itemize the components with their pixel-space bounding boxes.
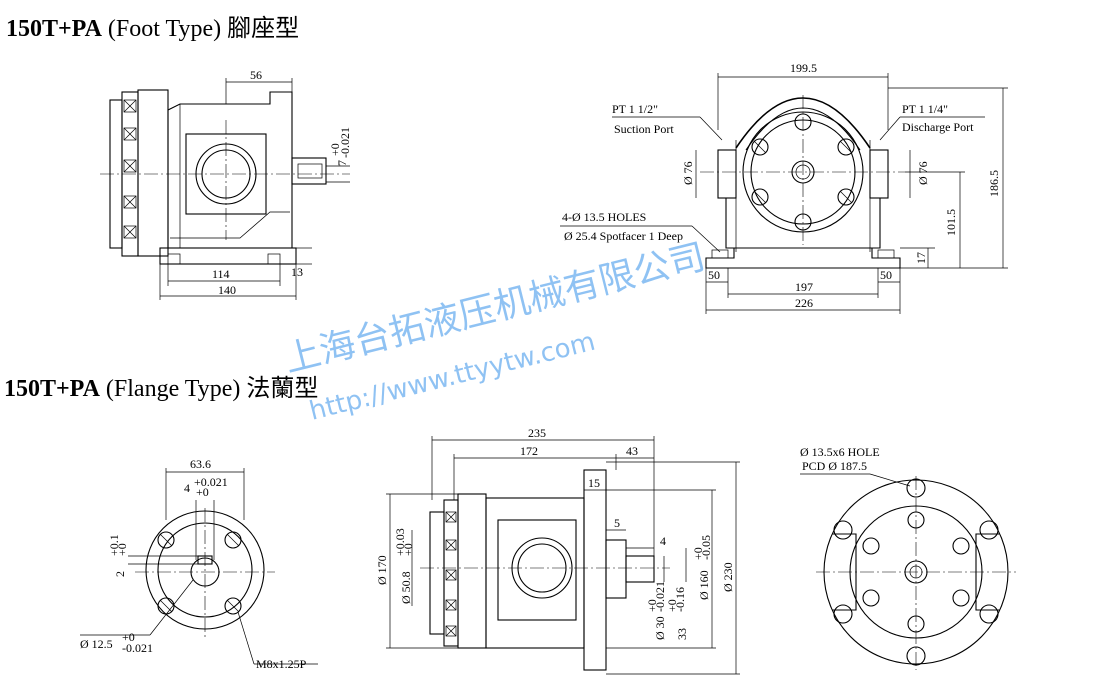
flange-type-cn-text: 法蘭型 — [246, 376, 319, 402]
thread-spec: M8x1.25P — [256, 657, 307, 671]
pcd-callout: PCD Ø 187.5 — [802, 459, 867, 473]
flange-side-dim-4: 4 — [660, 534, 666, 548]
flange-shaft-view: 63.6 4 +0.021 +0 2 +0.1 +0 Ø 12.5 +0 -0.… — [80, 457, 318, 671]
flange-side-dia-230: Ø 230 — [721, 562, 735, 592]
flange-type-heading: 150T+PA (Flange Type) 法蘭型 — [4, 368, 318, 403]
dia-30-tol-top: +0 — [645, 599, 659, 612]
dim-33-tol-bot: -0.16 — [673, 587, 687, 612]
suction-port-size: PT 1 1/2" — [612, 102, 658, 116]
hole-spec-callout: Ø 13.5x6 HOLE — [800, 445, 880, 459]
flange-side-dim-15: 15 — [588, 476, 600, 490]
dia-508-tol-bot: +0 — [401, 543, 415, 556]
key-tol-bot: +0 — [196, 485, 209, 499]
foot-type-cn-text: 腳座型 — [227, 16, 300, 42]
flange-side-dia-170: Ø 170 — [375, 555, 389, 585]
flange-side-view: 235 172 43 15 5 4 — [375, 426, 740, 675]
foot-front-dim-101: 101.5 — [944, 209, 958, 236]
flange-type-text: (Flange Type) — [99, 376, 247, 402]
suction-port-label: Suction Port — [614, 122, 674, 136]
port-right-dia: Ø 76 — [916, 161, 930, 185]
foot-front-dim-197: 197 — [795, 280, 813, 294]
flange-model-text: 150T+PA — [4, 376, 100, 402]
flange-side-dim-235: 235 — [528, 426, 546, 440]
spotface-callout: Ø 25.4 Spotfacer 1 Deep — [564, 229, 683, 243]
foot-side-dim-140: 140 — [218, 283, 236, 297]
foot-front-dim-226: 226 — [795, 296, 813, 310]
flange-side-dia-508: Ø 50.8 — [399, 571, 413, 604]
shaft-dia-tol-bot: -0.021 — [122, 641, 153, 655]
foot-shaft-tol-bot: -0.021 — [338, 127, 352, 158]
key-h-tol-top: +0.1 — [107, 534, 121, 556]
foot-side-dim-114: 114 — [212, 267, 230, 281]
discharge-port-label: Discharge Port — [902, 120, 974, 134]
foot-front-dim-199: 199.5 — [790, 61, 817, 75]
dia-30-tol-bot: -0.021 — [653, 581, 667, 612]
foot-side-view: 56 +0 -0.021 7 114 140 13 — [100, 68, 352, 300]
foot-shaft-dia: 7 — [335, 160, 349, 166]
foot-front-dim-50-right: 50 — [880, 268, 892, 282]
foot-model-text: 150T+PA — [6, 16, 102, 42]
key-height: 2 — [113, 571, 127, 577]
flange-side-dim-5: 5 — [614, 516, 620, 530]
flange-shaft-dim-63: 63.6 — [190, 457, 211, 471]
flange-side-dim-172: 172 — [520, 444, 538, 458]
foot-front-dim-50-left: 50 — [708, 268, 720, 282]
foot-type-text: (Foot Type) — [101, 16, 228, 42]
dia-160-tol-bot: -0.05 — [699, 535, 713, 560]
foot-side-dim-56: 56 — [250, 68, 262, 82]
foot-side-dim-13: 13 — [291, 265, 303, 279]
flange-front-view: Ø 13.5x6 HOLE PCD Ø 187.5 — [800, 445, 1016, 670]
port-left-dia: Ø 76 — [681, 161, 695, 185]
flange-side-dim-43: 43 — [626, 444, 638, 458]
foot-shaft-tol-top: +0 — [328, 143, 342, 156]
shaft-dia: Ø 12.5 — [80, 637, 113, 651]
dim-33-tol-top: +0 — [665, 599, 679, 612]
foot-front-dim-17: 17 — [914, 252, 928, 264]
foot-front-dim-186: 186.5 — [987, 170, 1001, 197]
flange-side-dia-30: Ø 30 — [653, 616, 667, 640]
flange-side-dim-33: 33 — [675, 628, 689, 640]
discharge-port-size: PT 1 1/4" — [902, 102, 948, 116]
dia-508-tol-top: +0.03 — [393, 528, 407, 556]
key-h-tol-bot: +0 — [115, 543, 129, 556]
key-width: 4 — [184, 481, 190, 495]
foot-type-heading: 150T+PA (Foot Type) 腳座型 — [6, 8, 299, 43]
dia-160-tol-top: +0 — [691, 547, 705, 560]
flange-side-dia-160: Ø 160 — [697, 570, 711, 600]
holes-callout: 4-Ø 13.5 HOLES — [562, 210, 646, 224]
foot-front-view: 199.5 PT 1 1/2" Suction Port PT 1 — [560, 61, 1008, 314]
shaft-dia-tol-top: +0 — [122, 630, 135, 644]
key-tol-top: +0.021 — [194, 475, 228, 489]
